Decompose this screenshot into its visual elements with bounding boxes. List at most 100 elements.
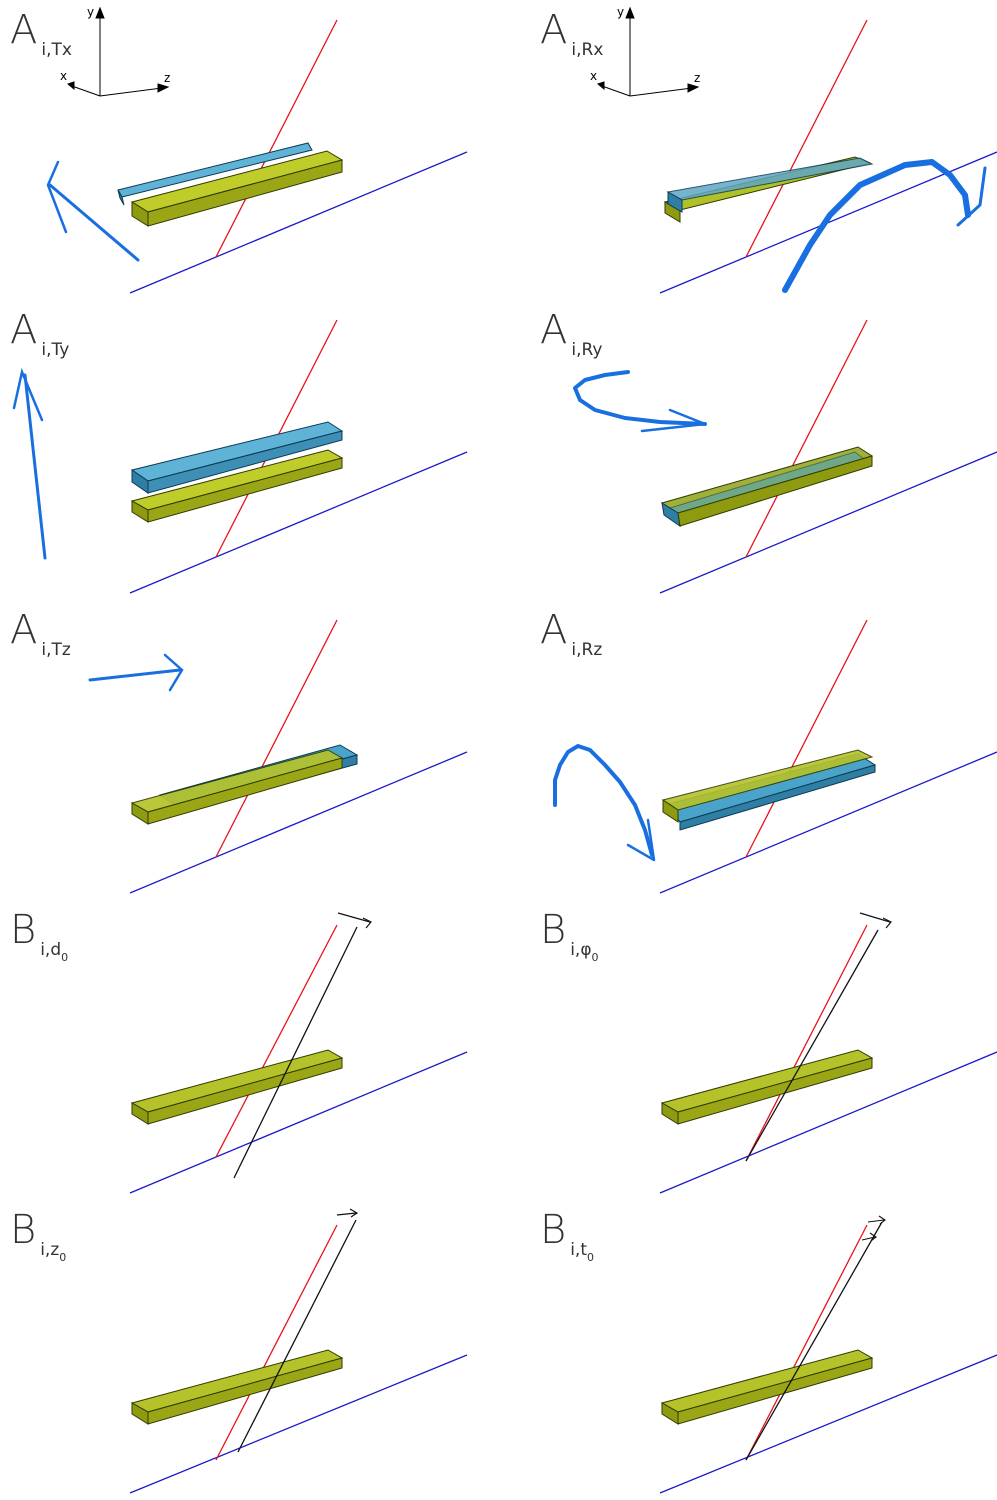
offset-arrow xyxy=(336,1208,359,1218)
axis-label-z: z xyxy=(694,71,700,85)
panel-subscript-main: i,φ xyxy=(570,940,592,960)
panel-subscript-index: 0 xyxy=(61,951,69,964)
black-shifted-line xyxy=(233,926,358,1179)
plate-blue xyxy=(130,421,344,494)
axis-label-y: y xyxy=(87,5,94,19)
blue-reference-line xyxy=(659,1051,997,1194)
panel-letter: A xyxy=(540,607,568,653)
rotation-arrow-z xyxy=(553,744,656,862)
panel-subscript: i,Rx xyxy=(571,40,604,60)
blue-reference-line xyxy=(659,751,997,894)
red-reference-line xyxy=(215,619,338,858)
panel-b-d0-drawing xyxy=(129,912,468,1194)
plate-green xyxy=(130,449,344,523)
axis-label-x: x xyxy=(590,69,597,83)
panel-a-rz-drawing xyxy=(553,619,997,894)
panel-subscript: i,φ0 xyxy=(570,940,598,964)
blue-reference-line xyxy=(659,451,997,594)
axis-label-x: x xyxy=(60,69,67,83)
panel-a-ry-drawing xyxy=(573,319,997,594)
axis-label-y: y xyxy=(617,5,624,19)
panel-subscript: i,d0 xyxy=(40,940,68,964)
plate-green xyxy=(130,1349,344,1425)
panel-subscript-main: i,t xyxy=(570,1240,587,1260)
panel-letter: B xyxy=(540,1207,567,1253)
plate-green xyxy=(130,1049,344,1125)
panel-subscript-index: 0 xyxy=(591,951,599,964)
rotation-arrow-y xyxy=(573,370,707,433)
panel-b-phi0-drawing xyxy=(659,912,997,1194)
red-reference-line xyxy=(215,1224,338,1461)
plate-green xyxy=(660,1049,874,1125)
panel-subscript-main: i,z xyxy=(40,1240,60,1260)
panel-subscript: i,Tz xyxy=(41,640,71,660)
translation-arrow-x xyxy=(46,160,140,262)
panel-a-rx-drawing: y x z xyxy=(590,5,997,294)
red-reference-line xyxy=(745,924,868,1162)
panel-subscript: i,Rz xyxy=(571,640,603,660)
axis-triad: y x z xyxy=(590,5,700,97)
red-reference-line xyxy=(745,619,868,858)
offset-arrows xyxy=(861,1215,886,1242)
panel-b-z0-drawing xyxy=(129,1208,468,1494)
panel-letter: A xyxy=(10,307,38,353)
plate-blue xyxy=(666,157,874,213)
black-rotated-line xyxy=(745,1221,883,1461)
panel-a-ty-drawing xyxy=(12,319,468,594)
blue-reference-line xyxy=(659,1354,997,1494)
blue-reference-line xyxy=(129,151,468,294)
panel-subscript-index: 0 xyxy=(587,1251,594,1264)
black-rotated-line xyxy=(745,929,879,1162)
panel-subscript-index: 0 xyxy=(59,1251,67,1264)
red-reference-line xyxy=(745,319,868,558)
panel-a-tz-drawing xyxy=(88,619,468,894)
panel-subscript: i,Tx xyxy=(41,40,72,60)
panel-subscript-main: i,d xyxy=(40,940,62,960)
translation-arrow-y xyxy=(12,367,47,560)
panel-letter: B xyxy=(540,907,567,953)
panel-letter: A xyxy=(10,7,38,53)
panel-b-t0-drawing xyxy=(659,1215,997,1494)
axis-triad: y x z xyxy=(60,5,170,97)
offset-arrow xyxy=(859,912,892,929)
plate-blue xyxy=(117,142,313,206)
blue-reference-line xyxy=(129,1354,468,1494)
panel-letter: A xyxy=(10,607,38,653)
black-shifted-line xyxy=(237,1219,357,1453)
panel-subscript: i,Ty xyxy=(41,340,70,360)
panel-letter: A xyxy=(540,7,568,53)
rotation-arrow-x xyxy=(782,159,987,293)
plate-green xyxy=(130,150,344,227)
plate-green xyxy=(660,1349,874,1425)
red-reference-line xyxy=(745,1224,868,1461)
red-reference-line xyxy=(215,924,338,1158)
blue-reference-line xyxy=(129,1051,468,1194)
red-reference-line xyxy=(745,19,868,258)
panel-subscript: i,t0 xyxy=(570,1240,594,1264)
panel-subscript: i,Ry xyxy=(571,340,603,360)
axis-label-z: z xyxy=(164,71,170,85)
panel-letter: B xyxy=(10,1207,37,1253)
panel-subscript: i,z0 xyxy=(40,1240,66,1264)
plate-green xyxy=(130,749,344,825)
panel-letter: B xyxy=(10,907,37,953)
